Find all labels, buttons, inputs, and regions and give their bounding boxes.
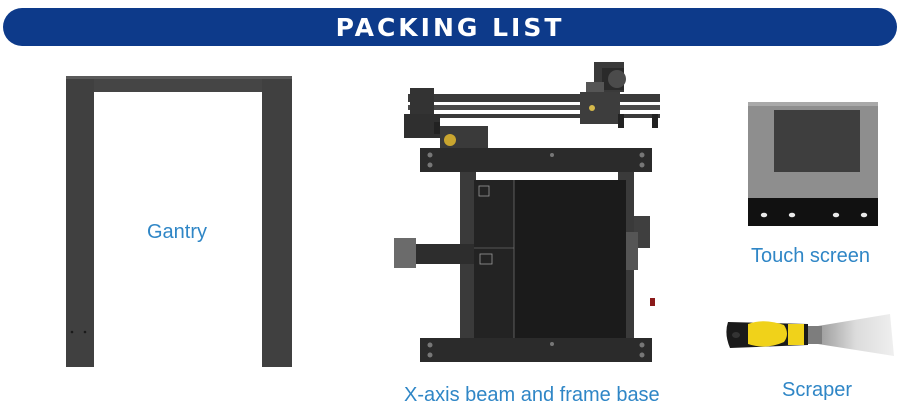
gantry-frame-icon	[66, 76, 292, 367]
touch-screen-icon	[748, 102, 878, 226]
x-axis-beam-frame-base-label: X-axis beam and frame base	[404, 384, 660, 406]
gantry-label: Gantry	[147, 221, 208, 243]
packing-list-banner: PACKING LIST	[3, 8, 897, 46]
scraper-label: Scraper	[782, 379, 853, 401]
page-title: PACKING LIST	[335, 12, 565, 42]
touch-screen-label: Touch screen	[751, 245, 870, 267]
scraper-icon	[726, 314, 894, 356]
x-axis-beam-frame-base-icon	[394, 62, 660, 362]
